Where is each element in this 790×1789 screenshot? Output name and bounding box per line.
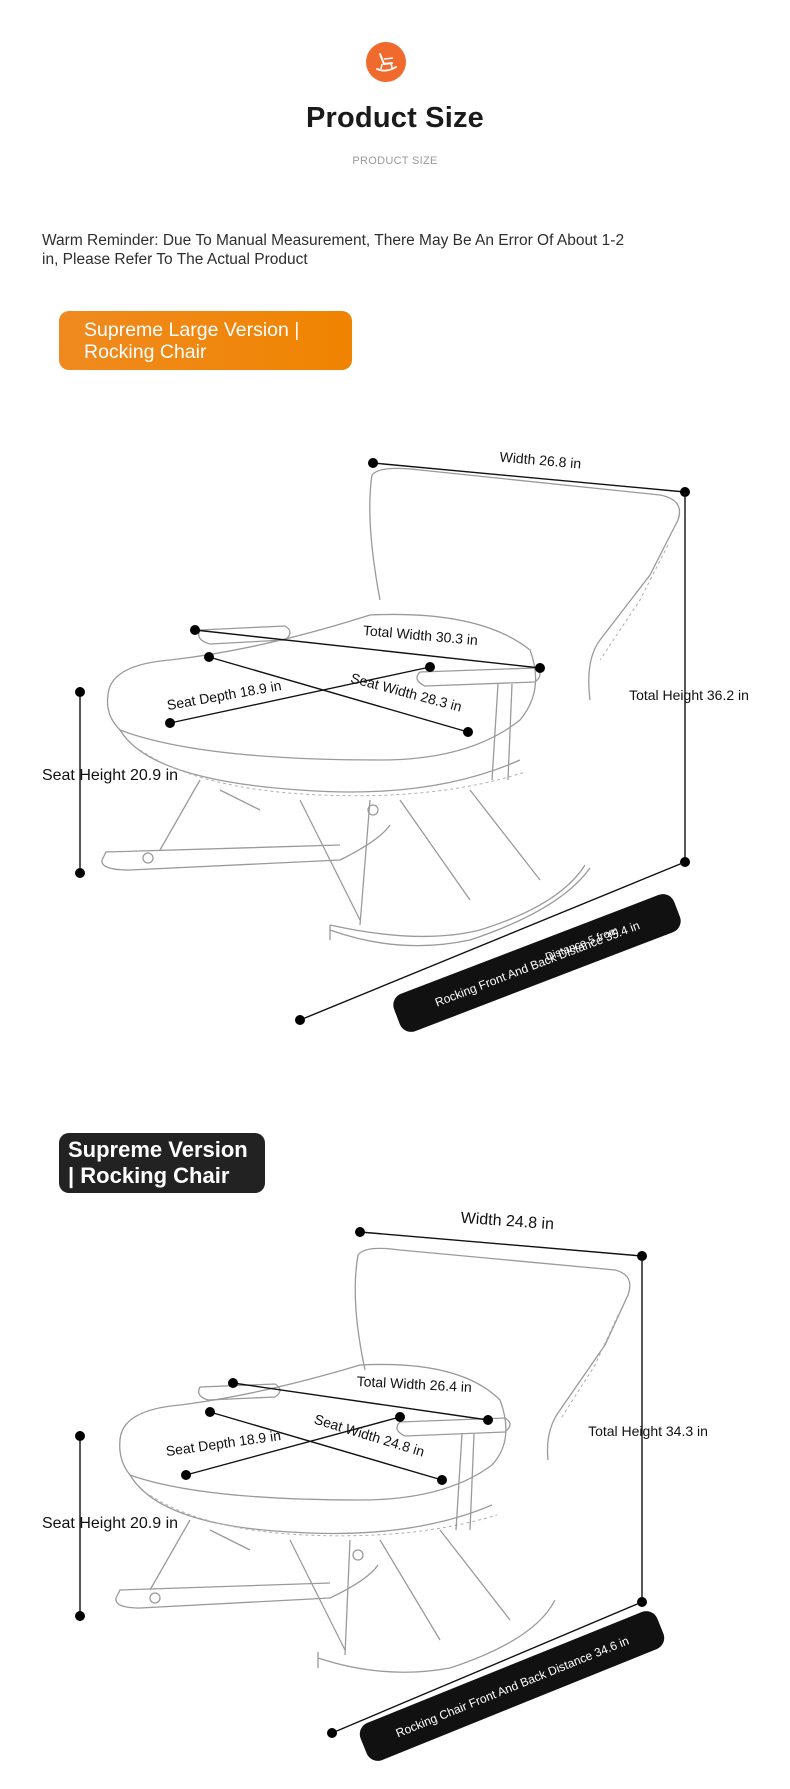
seat-height-label: Seat Height 20.9 in [42, 767, 178, 784]
measure-point [437, 1475, 447, 1485]
measure-point [425, 662, 435, 672]
standard-version-badge-line-1: Supreme Version [68, 1137, 248, 1162]
measure-point [205, 1407, 215, 1417]
measure-point [463, 727, 473, 737]
total-width-label: Total Width 30.3 in [362, 622, 478, 648]
large-version-badge-line-2: Rocking Chair [84, 340, 207, 363]
rocking-distance-badge-bg [359, 1611, 665, 1761]
page-title: Product Size [305, 102, 485, 134]
measure-point [483, 1415, 493, 1425]
reminder-line-1: Warm Reminder: Due To Manual Measurement… [42, 232, 625, 249]
measurement-reminder: Warm Reminder: Due To Manual Measurement… [42, 231, 662, 269]
large-version-badge-line-1: Supreme Large Version | [84, 318, 300, 341]
large-version-badge: Supreme Large Version | Rocking Chair [59, 311, 352, 370]
seat-width-line [208, 656, 469, 733]
rocking-distance-badge: Rocking Chair Front And Back Distance 34… [359, 1611, 665, 1761]
seat-depth-label: Seat Depth 18.9 in [166, 677, 283, 713]
seat-depth-line [185, 1416, 401, 1476]
total-height-label: Total Height 36.2 in [629, 687, 749, 703]
measure-point [204, 652, 214, 662]
standard-chair-drawing [115, 1247, 631, 1673]
standard-chair-diagram: Width 24.8 in Total Width 26.4 in Seat D… [42, 1210, 708, 1761]
width-line [359, 1231, 643, 1257]
large-measurements [75, 458, 690, 1025]
reminder-line-2: in, Please Refer To The Actual Product [42, 251, 308, 268]
measure-point [395, 1412, 405, 1422]
measure-point [75, 1431, 85, 1441]
total-height-label: Total Height 34.3 in [588, 1423, 708, 1439]
measure-point [190, 625, 200, 635]
measure-point [181, 1470, 191, 1480]
large-chair-diagram: Width 26.8 in Total Width 30.3 in Seat D… [42, 448, 749, 1032]
seat-width-line [209, 1411, 443, 1481]
width-label: Width 24.8 in [460, 1210, 554, 1233]
width-label: Width 26.8 in [499, 448, 582, 471]
measure-point [75, 868, 85, 878]
measure-point [535, 663, 545, 673]
page-subtitle: PRODUCT SIZE [352, 155, 438, 167]
rocking-distance-badge-bg [393, 894, 681, 1032]
total-width-line [194, 629, 541, 669]
total-width-label: Total Width 26.4 in [356, 1373, 472, 1395]
rocking-chair-icon [376, 53, 397, 72]
measure-point [295, 1015, 305, 1025]
rocking-distance-line [299, 861, 686, 1021]
measure-point [327, 1728, 337, 1738]
large-chair-drawing [101, 467, 681, 947]
measure-point [228, 1378, 238, 1388]
seat-height-label: Seat Height 20.9 in [42, 1515, 178, 1532]
measure-point [165, 718, 175, 728]
seat-depth-line [169, 666, 431, 724]
logo-badge [366, 42, 406, 82]
rocking-distance-line [331, 1601, 643, 1734]
standard-version-badge-line-2: | Rocking Chair [68, 1163, 230, 1188]
width-line [372, 462, 686, 493]
measure-point [75, 687, 85, 697]
standard-measurements [75, 1227, 647, 1738]
measure-point [368, 458, 378, 468]
measure-point [355, 1227, 365, 1237]
standard-version-badge: Supreme Version | Rocking Chair [59, 1133, 265, 1193]
rocking-distance-label: Rocking Chair Front And Back Distance 34… [394, 1634, 631, 1741]
measure-point [75, 1611, 85, 1621]
seat-width-label: Seat Width 28.3 in [349, 670, 464, 715]
total-width-line [232, 1382, 489, 1421]
